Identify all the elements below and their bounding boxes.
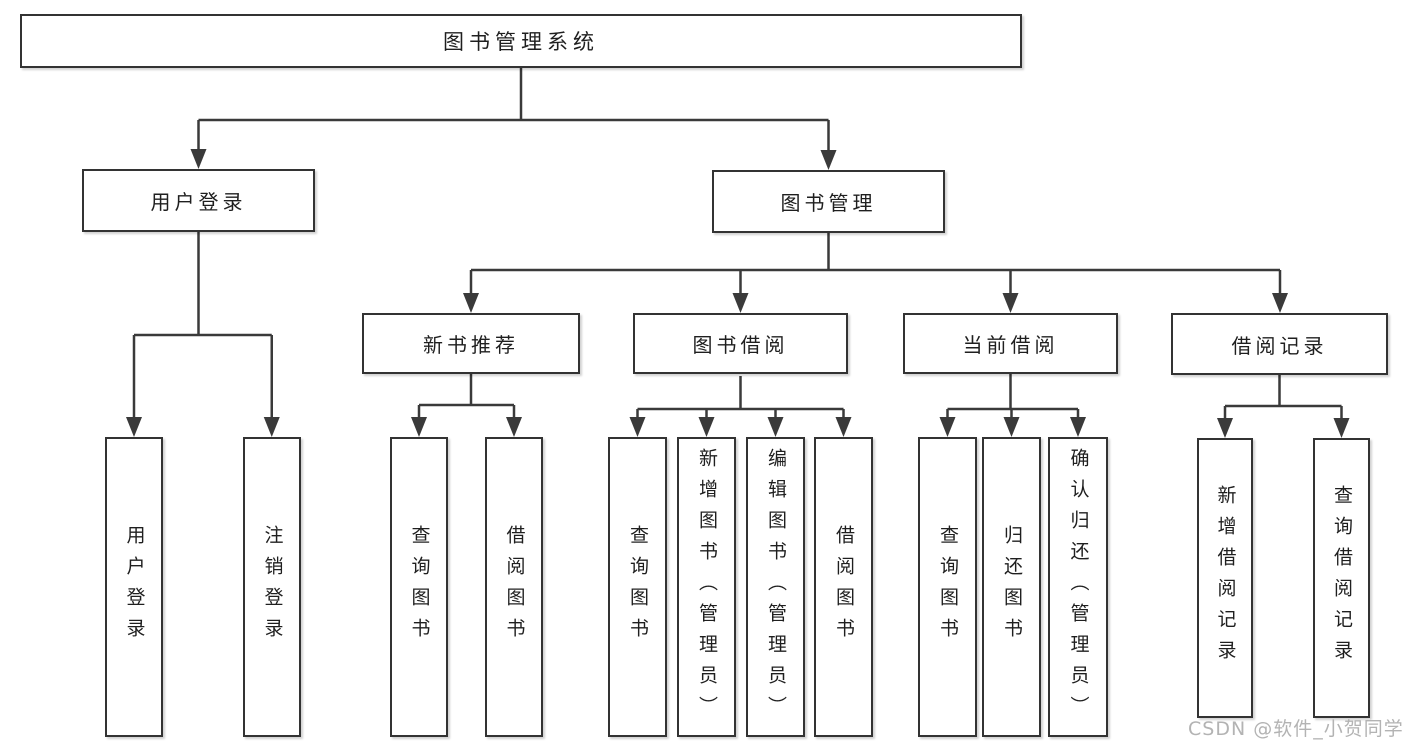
- node-leaf-logout: 注销登录: [243, 437, 301, 737]
- node-leaf-query-books-1: 查询图书: [390, 437, 448, 737]
- node-user-login: 用户登录: [82, 169, 315, 232]
- node-current-borrowing: 当前借阅: [903, 313, 1118, 374]
- node-leaf-query-books-2: 查询图书: [608, 437, 667, 737]
- node-leaf-query-borrow-record: 查询借阅记录: [1313, 438, 1370, 718]
- node-book-borrowing: 图书借阅: [633, 313, 848, 374]
- connector-paths: [132, 68, 1343, 422]
- node-leaf-query-books-3: 查询图书: [918, 437, 977, 737]
- node-leaf-return-books: 归还图书: [982, 437, 1041, 737]
- arrowheads: [126, 149, 1350, 438]
- node-system-root: 图书管理系统: [20, 14, 1022, 68]
- node-leaf-add-books-admin: 新增图书（管理员）: [677, 437, 736, 737]
- node-book-management: 图书管理: [712, 170, 945, 233]
- node-borrowing-records: 借阅记录: [1171, 313, 1388, 375]
- node-leaf-borrow-books-2: 借阅图书: [814, 437, 873, 737]
- watermark: CSDN @软件_小贺同学: [1188, 718, 1404, 740]
- node-leaf-edit-books-admin: 编辑图书（管理员）: [746, 437, 805, 737]
- node-leaf-add-borrow-record: 新增借阅记录: [1197, 438, 1253, 718]
- node-leaf-confirm-return-admin: 确认归还（管理员）: [1048, 437, 1108, 737]
- node-leaf-user-login: 用户登录: [105, 437, 163, 737]
- node-leaf-borrow-books-1: 借阅图书: [485, 437, 543, 737]
- node-new-book-recommend: 新书推荐: [362, 313, 580, 374]
